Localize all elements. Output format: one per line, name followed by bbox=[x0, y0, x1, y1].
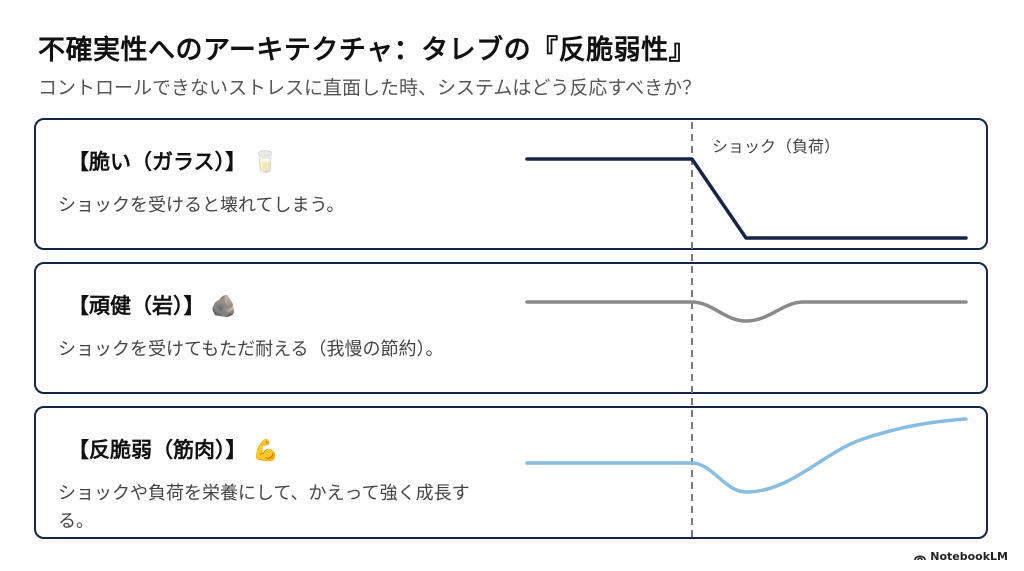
card-robust: 【頑健（岩）】🪨 ショックを受けてもただ耐える（我慢の節約）。 bbox=[34, 262, 988, 394]
card-robust-heading: 【頑健（岩）】 bbox=[68, 294, 205, 318]
card-antifragile-title: 【反脆弱（筋肉）】💪 bbox=[68, 434, 279, 464]
page-title: 不確実性へのアーキテクチャ：タレブの『反脆弱性』 bbox=[38, 35, 697, 66]
page-subtitle: コントロールできないストレスに直面した時、システムはどう反応すべきか？ bbox=[38, 77, 702, 99]
card-robust-description: ショックを受けてもただ耐える（我慢の節約）。 bbox=[58, 339, 444, 360]
flexed-biceps-icon: 💪 bbox=[252, 438, 279, 462]
card-fragile-description: ショックを受けると壊れてしまう。 bbox=[58, 195, 345, 216]
card-antifragile-heading: 【反脆弱（筋肉）】 bbox=[68, 438, 247, 462]
brand: NotebookLM bbox=[914, 550, 1008, 563]
brand-label: NotebookLM bbox=[930, 550, 1008, 563]
card-fragile-heading: 【脆い（ガラス）】 bbox=[68, 150, 247, 174]
card-fragile-title: 【脆い（ガラス）】🥛 bbox=[68, 146, 278, 176]
glass-icon: 🥛 bbox=[252, 150, 279, 174]
card-antifragile: 【反脆弱（筋肉）】💪 ショックや負荷を栄養にして、かえって強く成長する。 bbox=[34, 406, 988, 539]
card-robust-title: 【頑健（岩）】🪨 bbox=[68, 290, 237, 320]
notebooklm-logo-icon bbox=[914, 554, 927, 560]
rock-icon: 🪨 bbox=[210, 294, 237, 318]
shock-label: ショック（負荷） bbox=[708, 133, 845, 157]
card-antifragile-description: ショックや負荷を栄養にして、かえって強く成長する。 bbox=[58, 483, 470, 532]
card-fragile: 【脆い（ガラス）】🥛 ショックを受けると壊れてしまう。 bbox=[34, 118, 988, 250]
